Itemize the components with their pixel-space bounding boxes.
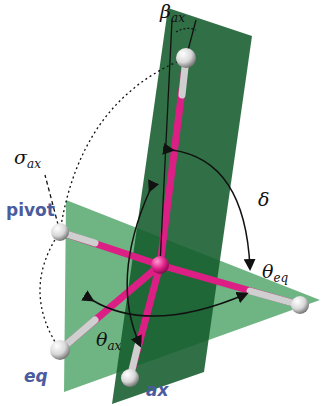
delta-arc [172, 150, 250, 268]
angle-label: δ [258, 190, 269, 209]
angle-label: θax [96, 330, 121, 352]
atom-label: eq [24, 368, 48, 385]
theta-eq-arc [92, 294, 246, 316]
beta-arc [176, 28, 196, 32]
ligand-atom [291, 296, 309, 314]
central-atom [151, 256, 169, 274]
ligand-atom [176, 48, 196, 68]
angle-label: σax [14, 148, 41, 170]
atom-label: pivot [6, 202, 55, 219]
theta-ax-arc [127, 190, 150, 345]
reference-line [160, 20, 172, 265]
angle-label: θeq [262, 262, 288, 284]
dotted-arc [40, 232, 60, 350]
bonds [60, 58, 300, 378]
ligand-atom [50, 340, 70, 360]
atom-label: ax [146, 382, 168, 399]
ligand-atom [121, 369, 139, 387]
axial-plane [112, 8, 252, 404]
angle-label: βax [160, 2, 185, 24]
ligand-atom [51, 223, 69, 241]
dotted-arc [60, 58, 186, 232]
